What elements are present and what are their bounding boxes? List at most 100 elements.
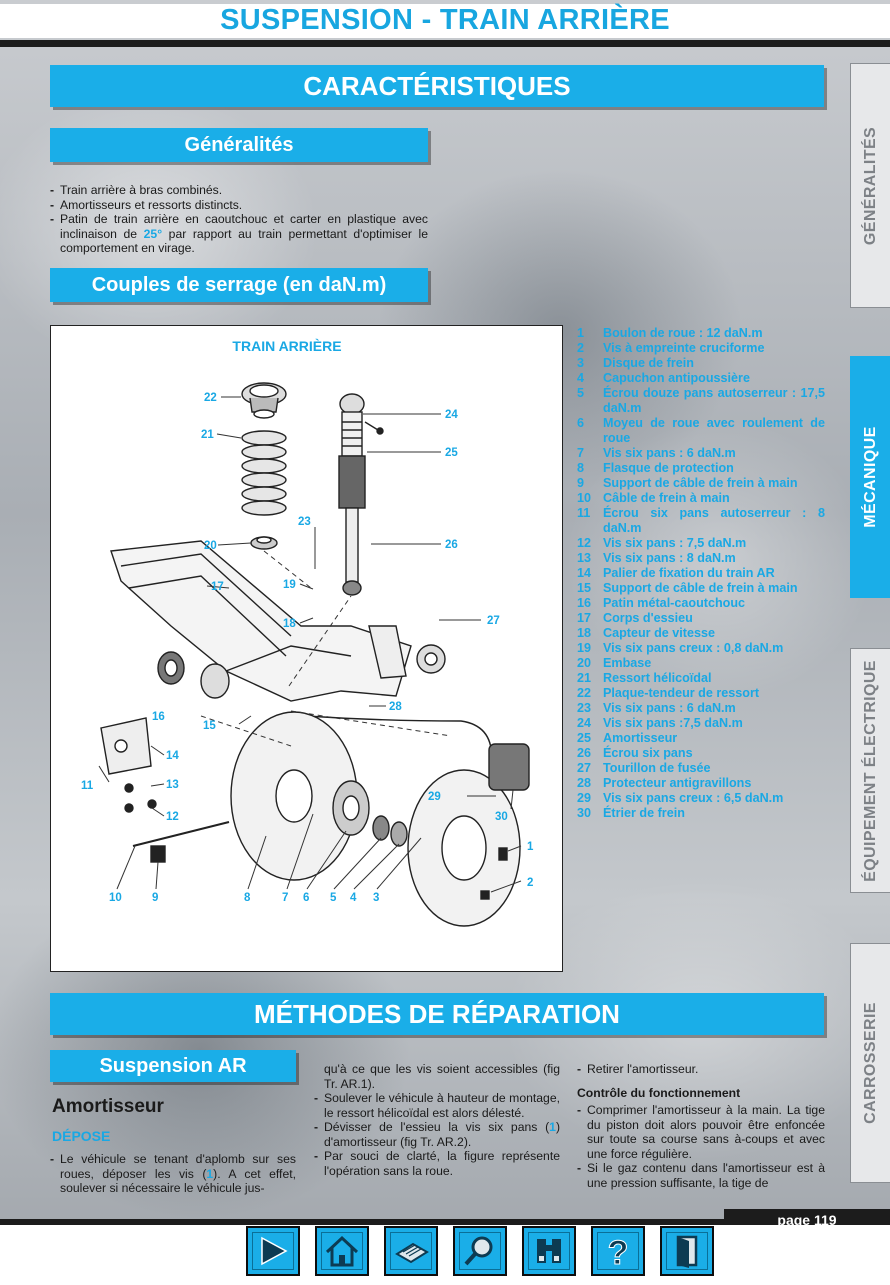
heading-amortisseur: Amortisseur — [52, 1096, 164, 1117]
legend-number: 21 — [577, 671, 592, 685]
callout-24: 24 — [445, 409, 458, 421]
legend-text: Disque de frein — [603, 356, 694, 370]
section-caracteristiques: CARACTÉRISTIQUES — [50, 65, 824, 107]
legend-number: 28 — [577, 776, 592, 790]
legend-item: 4 Capuchon antipoussière — [577, 371, 825, 386]
list-item: Train arrière à bras combinés. — [50, 183, 428, 198]
legend-text: Corps d'essieu — [603, 611, 693, 625]
legend-number: 15 — [577, 581, 592, 595]
callout-30: 30 — [495, 811, 508, 823]
legend-number: 1 — [577, 326, 585, 340]
heading-controle: Contrôle du fonctionnement — [577, 1085, 741, 1100]
legend-text: Étrier de frein — [603, 806, 685, 820]
legend-number: 4 — [577, 371, 585, 385]
legend-number: 20 — [577, 656, 592, 670]
legend-text: Écrou six pans autoserreur : 8 daN.m — [603, 506, 825, 535]
binoculars-button[interactable] — [522, 1226, 576, 1276]
tab-mecanique[interactable]: MÉCANIQUE — [850, 356, 890, 598]
callout-18: 18 — [283, 618, 296, 630]
legend-number: 29 — [577, 791, 592, 805]
list-item: Soulever le véhicule à hauteur de montag… — [314, 1091, 560, 1120]
home-button[interactable] — [315, 1226, 369, 1276]
play-icon — [261, 1236, 288, 1266]
legend-text: Vis six pans : 8 daN.m — [603, 551, 736, 565]
legend-text: Patin métal-caoutchouc — [603, 596, 746, 610]
tab-generalites[interactable]: GÉNÉRALITÉS — [850, 63, 890, 308]
legend-item: 1 Boulon de roue : 12 daN.m — [577, 326, 825, 341]
legend-number: 11 — [577, 506, 591, 520]
legend-number: 17 — [577, 611, 592, 625]
callout-16: 16 — [152, 711, 165, 723]
legend-number: 25 — [577, 731, 592, 745]
exploded-diagram: TRAIN ARRIÈRE — [50, 325, 563, 972]
tab-equipement-electrique[interactable]: ÉQUIPEMENT ÉLECTRIQUE — [850, 648, 890, 893]
home-icon — [325, 1235, 359, 1267]
legend-number: 8 — [577, 461, 585, 475]
callout-5: 5 — [330, 892, 337, 904]
exit-button[interactable] — [660, 1226, 714, 1276]
tab-label: MÉCANIQUE — [861, 426, 879, 528]
callout-leaders — [98, 396, 522, 893]
legend-number: 26 — [577, 746, 592, 760]
callout-29: 29 — [428, 791, 441, 803]
legend-item: 30 Étrier de frein — [577, 806, 825, 821]
legend-item: 13 Vis six pans : 8 daN.m — [577, 551, 825, 566]
legend-text: Capteur de vitesse — [603, 626, 715, 640]
legend-text: Capuchon antipoussière — [603, 371, 750, 385]
legend-text: Protecteur antigravillons — [603, 776, 752, 790]
callout-17: 17 — [211, 581, 224, 593]
footer-rule — [0, 1219, 890, 1225]
heading-depose: DÉPOSE — [52, 1128, 111, 1144]
callout-numbers: 22 21 20 24 25 26 23 17 19 18 27 28 16 1… — [81, 392, 534, 904]
legend-number: 30 — [577, 806, 592, 820]
callout-21: 21 — [201, 429, 214, 441]
parts-drawing — [100, 382, 530, 927]
legend-item: 17 Corps d'essieu — [577, 611, 825, 626]
legend-number: 19 — [577, 641, 592, 655]
footer-bar — [0, 1225, 890, 1285]
callout-14: 14 — [166, 750, 179, 762]
legend-text: Boulon de roue : 12 daN.m — [603, 326, 763, 340]
callout-8: 8 — [244, 892, 251, 904]
methodes-col1: Le véhicule se tenant d'aplomb sur ses r… — [50, 1152, 296, 1196]
legend-text: Écrou douze pans autoserreur : 17,5 daN.… — [603, 386, 825, 415]
legend-number: 6 — [577, 416, 585, 430]
binoculars-icon — [537, 1239, 561, 1263]
legend-number: 10 — [577, 491, 592, 505]
legend-number: 13 — [577, 551, 592, 565]
angle-value: 25° — [143, 226, 163, 241]
legend-text: Plaque-tendeur de ressort — [603, 686, 760, 700]
tab-label: ÉQUIPEMENT ÉLECTRIQUE — [861, 659, 879, 882]
callout-15: 15 — [203, 720, 216, 732]
svg-text:?: ? — [608, 1234, 629, 1270]
legend-number: 23 — [577, 701, 592, 715]
diagram-title: TRAIN ARRIÈRE — [232, 338, 341, 354]
search-button[interactable] — [453, 1226, 507, 1276]
help-button[interactable]: ? — [591, 1226, 645, 1276]
print-button[interactable] — [384, 1226, 438, 1276]
exit-icon — [676, 1235, 698, 1268]
callout-19: 19 — [283, 579, 296, 591]
generalites-text: Train arrière à bras combinés. Amortisse… — [50, 183, 428, 256]
legend-number: 9 — [577, 476, 585, 490]
legend-text: Flasque de protection — [603, 461, 734, 475]
legend-number: 2 — [577, 341, 585, 355]
search-icon — [464, 1236, 493, 1266]
callout-28: 28 — [389, 701, 402, 713]
legend-item: 11 Écrou six pans autoserreur : 8 daN.m — [577, 506, 825, 536]
tab-carrosserie[interactable]: CARROSSERIE — [850, 943, 890, 1183]
legend-number: 5 — [577, 386, 585, 400]
play-button[interactable] — [246, 1226, 300, 1276]
paragraph: qu'à ce que les vis soient accessibles (… — [324, 1062, 560, 1091]
